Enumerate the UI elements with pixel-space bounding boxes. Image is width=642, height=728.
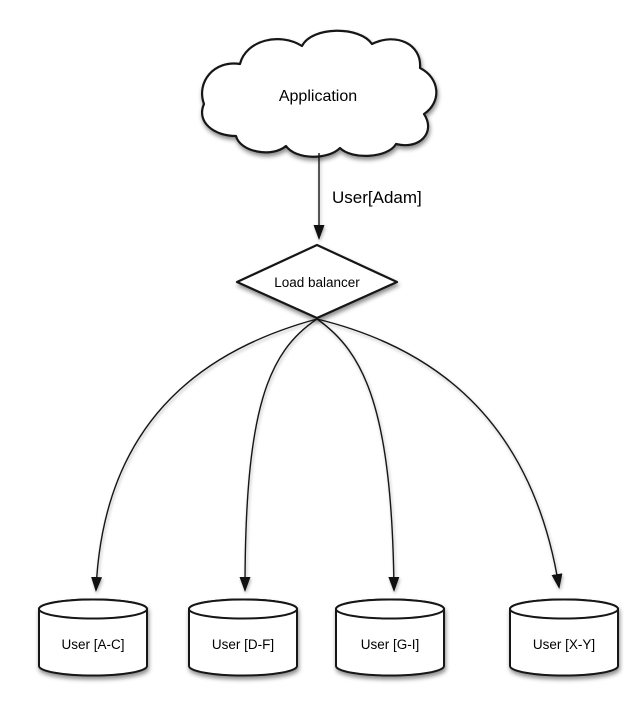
shard-label-a-c: User [A-C] <box>61 637 124 652</box>
shard-label-d-f: User [D-F] <box>212 637 274 652</box>
shard-node-g-i: User [G-I] <box>335 598 445 677</box>
cloud-shape-icon <box>201 29 438 158</box>
cylinder-top-rim <box>509 598 619 620</box>
load-balancer-node: Load balancer <box>235 243 399 320</box>
application-label: Application <box>279 88 357 105</box>
edge-lb-to-shard-3 <box>316 318 400 592</box>
edge-label-user-adam: User[Adam] <box>332 188 422 207</box>
load-balancer-label: Load balancer <box>274 275 360 290</box>
edge-lb-to-shard-2 <box>239 318 318 592</box>
diamond-shape-icon <box>235 243 399 320</box>
shard-node-x-y: User [X-Y] <box>509 598 619 677</box>
edge-lb-to-shard-1 <box>91 318 318 592</box>
edge-lb-to-shard-4 <box>316 318 563 589</box>
shard-label-x-y: User [X-Y] <box>533 637 595 652</box>
application-cloud-node: Application <box>201 29 438 158</box>
cylinder-top-rim <box>38 598 148 620</box>
edges-lb-to-shards <box>91 318 563 592</box>
shard-node-d-f: User [D-F] <box>188 598 298 677</box>
shard-label-g-i: User [G-I] <box>361 637 420 652</box>
cylinder-top-rim <box>188 598 298 620</box>
shard-node-a-c: User [A-C] <box>38 598 148 677</box>
cylinder-top-rim <box>335 598 445 620</box>
edge-app-to-load-balancer: User[Adam] <box>313 153 422 240</box>
